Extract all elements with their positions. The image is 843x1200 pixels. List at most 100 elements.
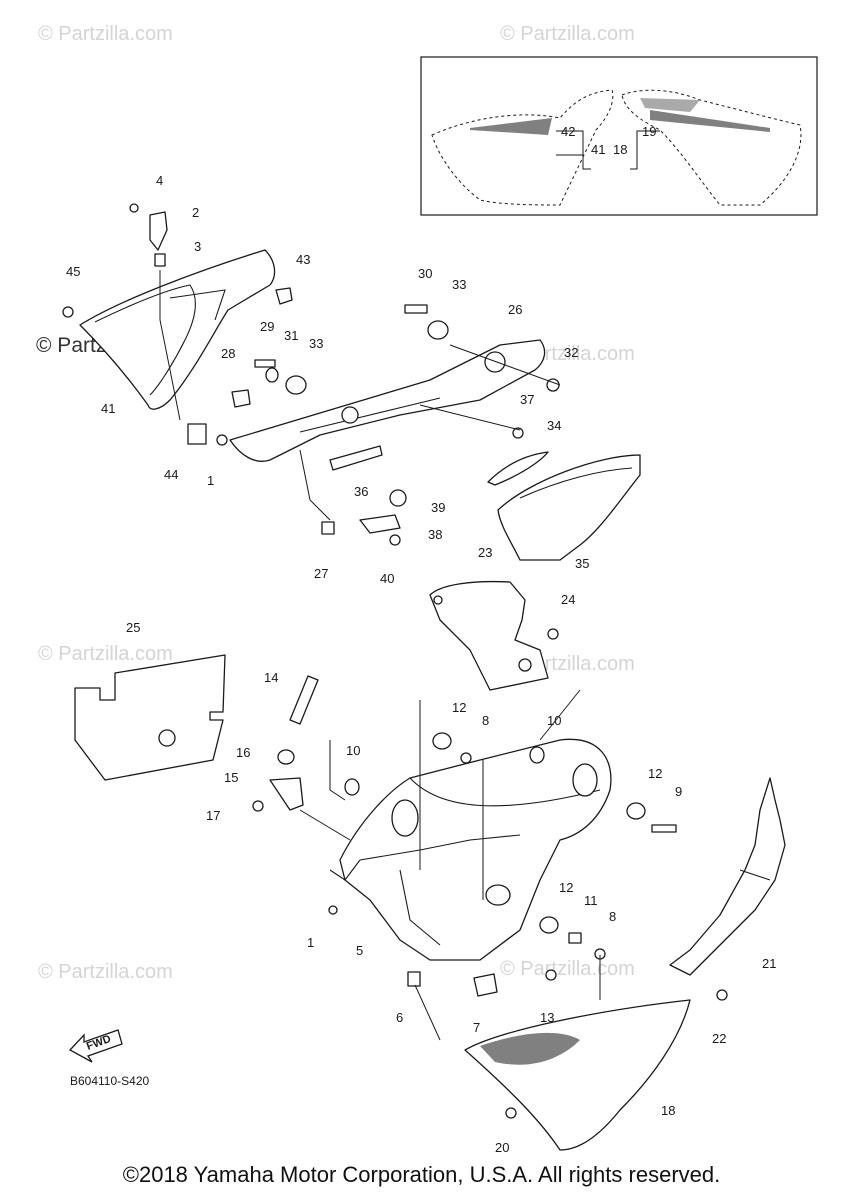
callout-7: 7 xyxy=(473,1020,480,1035)
callout-27: 27 xyxy=(314,566,328,581)
callout-12: 12 xyxy=(452,700,466,715)
part-17-bolt xyxy=(252,800,264,812)
callout-2: 2 xyxy=(192,205,199,220)
inset-callout-42: 42 xyxy=(561,124,575,139)
callout-28: 28 xyxy=(221,346,235,361)
part-43-nut xyxy=(275,287,293,305)
callout-26: 26 xyxy=(508,302,522,317)
part-4-bolt xyxy=(129,203,139,213)
diagram-code: B604110-S420 xyxy=(70,1074,150,1088)
callout-38: 38 xyxy=(428,527,442,542)
callout-14: 14 xyxy=(264,670,278,685)
callout-24: 24 xyxy=(561,592,575,607)
part-8-bolt xyxy=(460,752,472,764)
part-25-pad xyxy=(74,654,226,781)
inset-callout-41: 41 xyxy=(591,142,605,157)
part-18-side-cover xyxy=(464,999,691,1151)
callout-12: 12 xyxy=(559,880,573,895)
assembly-lines xyxy=(159,270,601,1041)
callout-34: 34 xyxy=(547,418,561,433)
part-side-cover-rear xyxy=(497,454,641,561)
part-36-pad xyxy=(329,445,383,471)
fwd-arrow-icon: FWD xyxy=(68,1029,123,1063)
part-20-bolt xyxy=(505,1107,517,1119)
part-22-bolt xyxy=(716,989,728,1001)
part-11-collar xyxy=(568,932,582,944)
part-12-grommet xyxy=(539,916,559,934)
callout-12: 12 xyxy=(648,766,662,781)
callout-21: 21 xyxy=(762,956,776,971)
watermark: © Partzilla.com xyxy=(38,23,173,45)
part-12-grommet xyxy=(626,802,646,820)
callout-23: 23 xyxy=(478,545,492,560)
part-6-nut xyxy=(407,971,421,987)
part-40-bolt xyxy=(389,534,401,546)
watermark: © Partzilla.com xyxy=(500,958,635,980)
part-45-screw xyxy=(62,306,74,318)
part-2-bracket xyxy=(149,211,168,251)
callout-22: 22 xyxy=(712,1031,726,1046)
callout-18: 18 xyxy=(661,1103,675,1118)
callout-1: 1 xyxy=(307,935,314,950)
callout-5: 5 xyxy=(356,943,363,958)
callout-33: 33 xyxy=(309,336,323,351)
part-33-grommet xyxy=(427,320,449,340)
callout-10: 10 xyxy=(346,743,360,758)
callout-43: 43 xyxy=(296,252,310,267)
callout-6: 6 xyxy=(396,1010,403,1025)
callout-44: 44 xyxy=(164,467,178,482)
part-28-nut xyxy=(231,389,251,408)
part-44-pad xyxy=(187,423,207,445)
part-9-bolt xyxy=(651,824,677,833)
callout-37: 37 xyxy=(520,392,534,407)
copyright-notice: ©2018 Yamaha Motor Corporation, U.S.A. A… xyxy=(122,1162,721,1187)
part-7-nut xyxy=(473,973,498,997)
callout-11: 11 xyxy=(584,893,598,908)
part-3-clip xyxy=(154,253,166,267)
part-23-bracket xyxy=(429,580,549,691)
callout-8: 8 xyxy=(482,713,489,728)
callout-10: 10 xyxy=(547,713,561,728)
callout-31: 31 xyxy=(284,328,298,343)
watermark: © Partzilla.com xyxy=(38,961,173,983)
watermark: © Partzilla.com xyxy=(500,23,635,45)
part-10-collar xyxy=(529,746,545,764)
callout-25: 25 xyxy=(126,620,140,635)
part-29-bolt xyxy=(254,359,276,368)
part-34-seal xyxy=(487,451,549,486)
inset-view: 42 41 18 19 xyxy=(420,56,818,216)
part-16-grommet xyxy=(277,749,295,765)
callout-45: 45 xyxy=(66,264,80,279)
part-31-collar xyxy=(265,367,279,383)
part-39-grommet xyxy=(389,489,407,507)
callout-16: 16 xyxy=(236,745,250,760)
part-1-screw xyxy=(328,905,338,915)
part-10-collar xyxy=(344,778,360,796)
part-14-strip xyxy=(289,675,319,725)
callout-39: 39 xyxy=(431,500,445,515)
part-24-nut xyxy=(547,628,559,640)
part-33-grommet xyxy=(285,375,307,395)
part-13-bolt xyxy=(545,969,557,981)
callout-36: 36 xyxy=(354,484,368,499)
callout-15: 15 xyxy=(224,770,238,785)
callout-8: 8 xyxy=(609,909,616,924)
part-1-screw xyxy=(216,434,228,446)
part-rear-frame xyxy=(229,339,546,462)
callout-29: 29 xyxy=(260,319,274,334)
part-15-bracket xyxy=(269,777,304,811)
part-30-bolt xyxy=(404,304,428,314)
part-38-bracket xyxy=(359,514,401,534)
callout-30: 30 xyxy=(418,266,432,281)
callout-4: 4 xyxy=(156,173,163,188)
callouts: 4 2 3 45 43 30 33 26 29 31 33 28 32 41 3… xyxy=(66,173,776,1155)
part-side-cover-front-left xyxy=(79,249,276,410)
part-27-nut xyxy=(321,521,335,535)
part-5-airbox xyxy=(329,738,612,961)
callout-40: 40 xyxy=(380,571,394,586)
inset-callout-19: 19 xyxy=(642,124,656,139)
callout-33: 33 xyxy=(452,277,466,292)
fasteners xyxy=(62,203,728,1119)
callout-32: 32 xyxy=(564,345,578,360)
